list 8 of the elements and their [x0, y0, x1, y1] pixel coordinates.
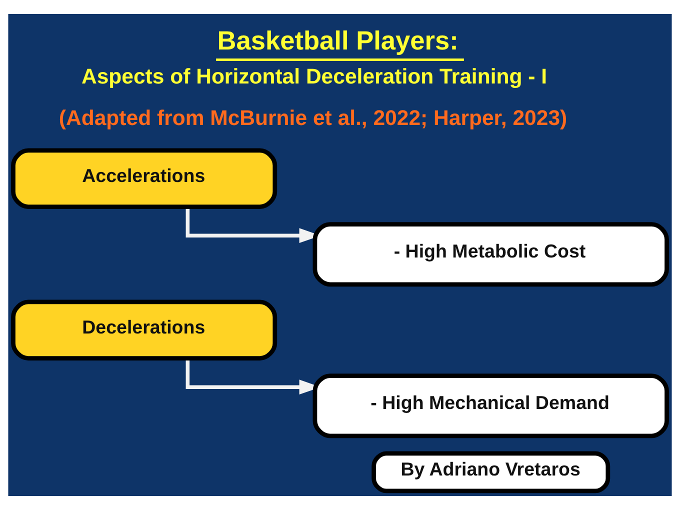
label: Aspects of Horizontal Deceleration Training - I	[81, 64, 548, 88]
diagram-title: Basketball Players:	[217, 24, 458, 55]
label: (Adapted from McBurnie et al., 2022; Harper, 2023)	[58, 105, 568, 130]
node-box: Accelerations	[11, 148, 278, 208]
node-box: - High Mechanical Demand	[312, 373, 669, 438]
node-box: - High Metabolic Cost	[312, 222, 669, 286]
node-box: By Adriano Vretaros	[372, 450, 610, 493]
node-box: Decelerations	[11, 299, 278, 360]
